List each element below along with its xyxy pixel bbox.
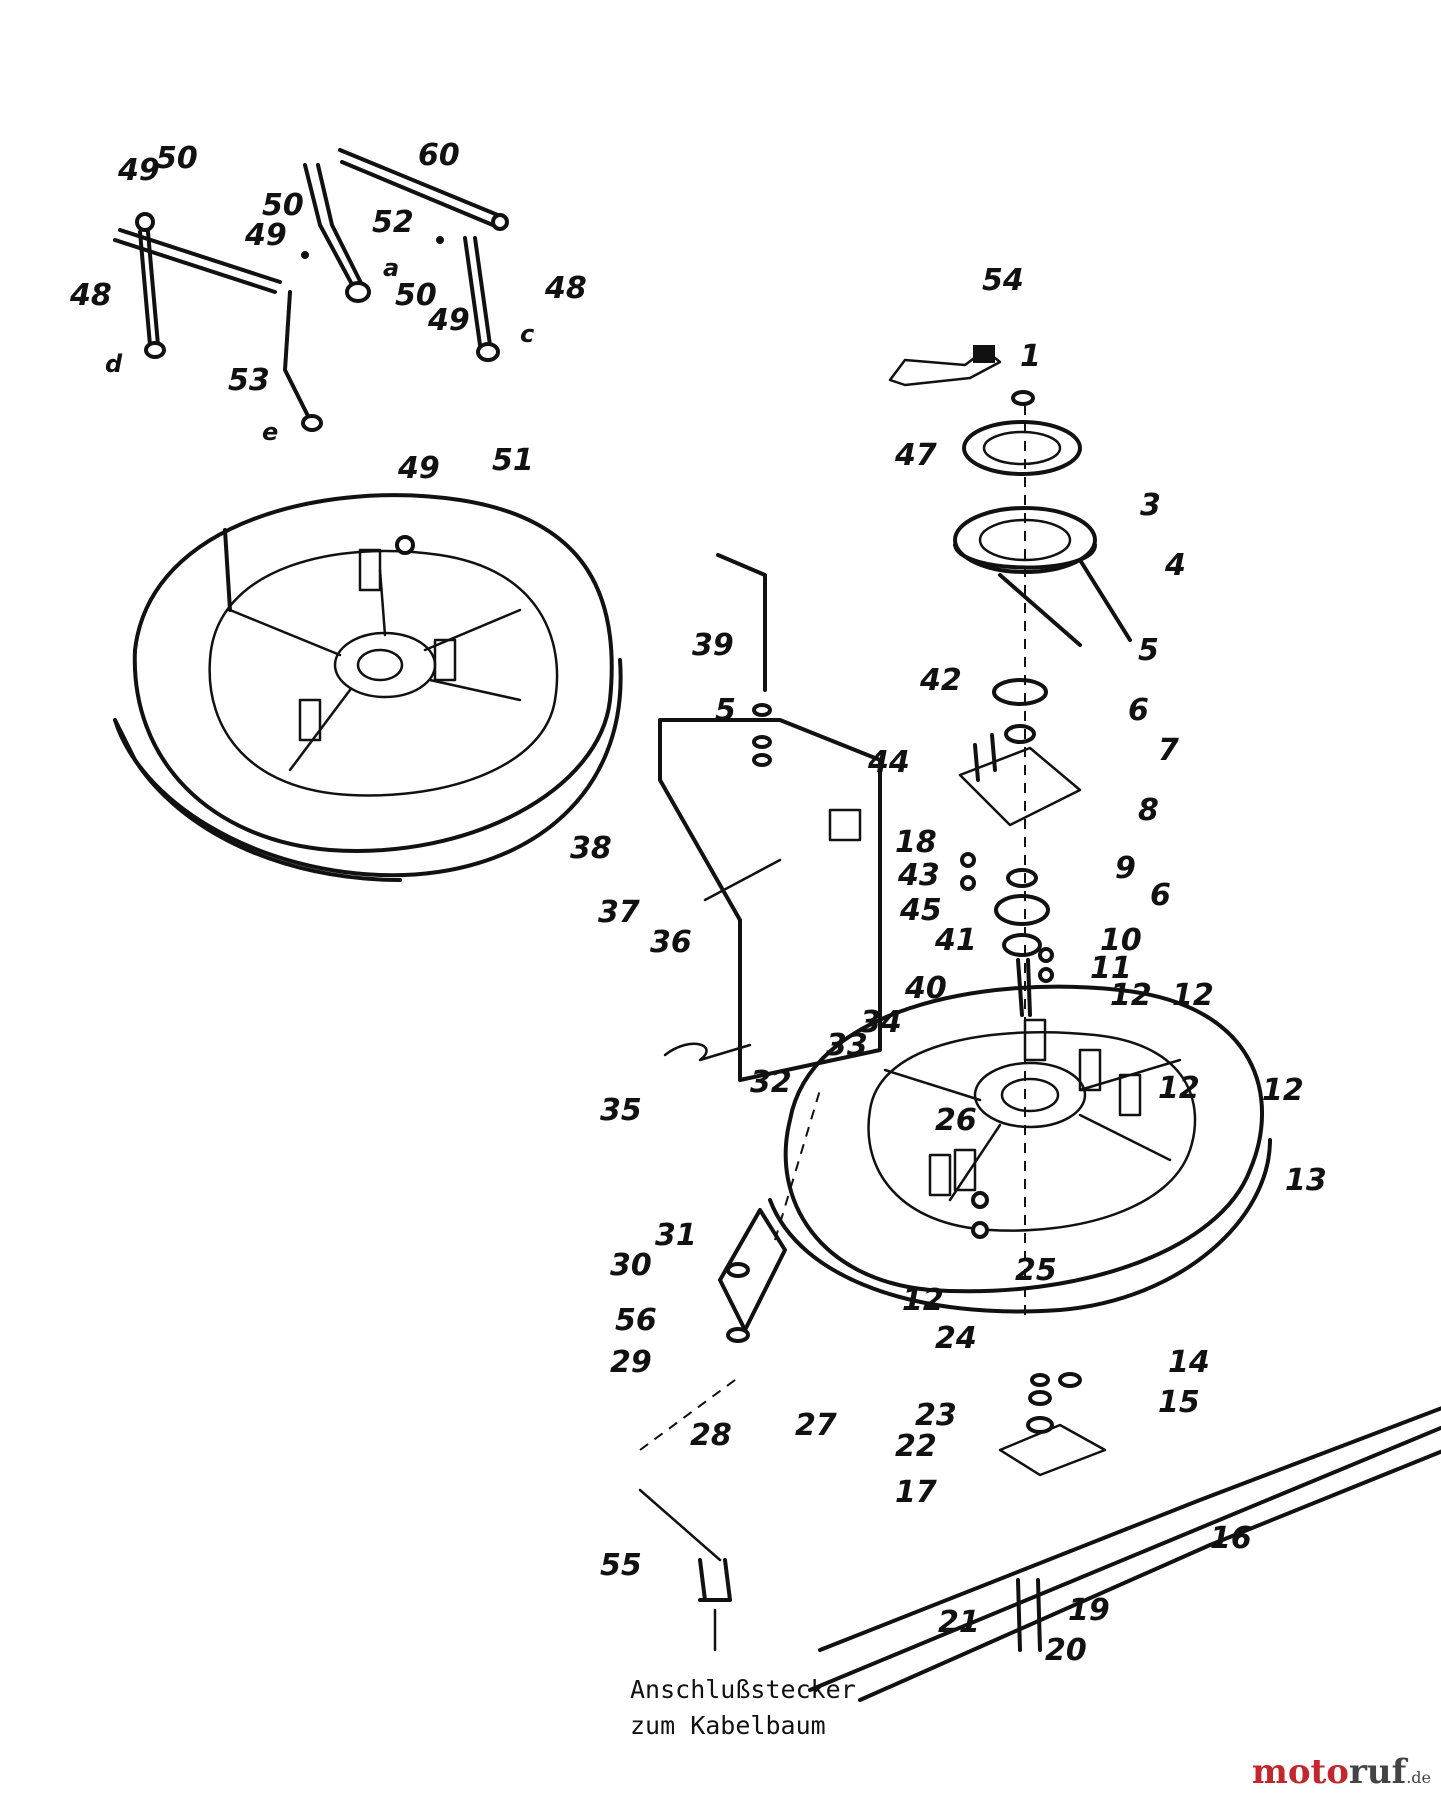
linkage-rods	[113, 148, 509, 432]
callout-14: 14	[1168, 1345, 1210, 1380]
callout-18: 18	[895, 825, 937, 860]
callout-23: 23	[915, 1398, 957, 1433]
watermark-part-3: .de	[1406, 1768, 1431, 1787]
callout-44: 44	[867, 745, 910, 780]
connector-letter-d: d	[105, 350, 123, 378]
callout-11: 11	[1090, 951, 1132, 986]
callout-12-a: 12	[1110, 978, 1152, 1013]
callout-42: 42	[919, 663, 962, 698]
callout-31: 31	[655, 1218, 697, 1253]
callout-33: 33	[826, 1028, 868, 1063]
watermark-logo: motoruf.de	[1252, 1752, 1431, 1792]
watermark-part-2: ruf	[1348, 1752, 1407, 1792]
callout-12-d: 12	[902, 1283, 944, 1318]
blade-spindle-stack	[888, 345, 1132, 1320]
callout-25: 25	[1015, 1253, 1057, 1288]
callout-41: 41	[934, 923, 977, 958]
callout-3: 3	[1140, 488, 1161, 523]
callout-35: 35	[600, 1093, 642, 1128]
callout-49-b: 49	[244, 218, 287, 253]
callout-37: 37	[598, 895, 640, 930]
callout-47: 47	[894, 438, 937, 473]
callout-7: 7	[1158, 733, 1179, 768]
callout-55: 55	[600, 1548, 642, 1583]
callout-22: 22	[895, 1429, 937, 1464]
callout-48-right: 48	[544, 271, 587, 306]
callout-1: 1	[1020, 339, 1041, 374]
callout-17: 17	[895, 1475, 937, 1510]
left-mower-deck	[113, 493, 623, 882]
callout-38: 38	[570, 831, 612, 866]
callout-13: 13	[1285, 1163, 1327, 1198]
callout-48-left: 48	[69, 278, 112, 313]
callout-32: 32	[750, 1065, 792, 1100]
callout-36: 36	[650, 925, 692, 960]
callout-50-b: 50	[262, 188, 304, 223]
callout-49-c: 49	[427, 303, 470, 338]
callout-60: 60	[418, 138, 460, 173]
callout-6-lower: 6	[1150, 878, 1171, 913]
caption-line-1: Anschlußstecker	[630, 1675, 856, 1704]
callout-49-a: 49	[117, 153, 160, 188]
discharge-chute	[658, 553, 882, 1082]
connector-caption: Anschlußstecker zum Kabelbaum	[630, 1672, 856, 1744]
callout-49-deck: 49	[397, 451, 440, 486]
callout-19: 19	[1068, 1593, 1110, 1628]
callout-20: 20	[1045, 1633, 1087, 1668]
connector-letter-c: c	[520, 320, 534, 348]
callout-29: 29	[610, 1345, 652, 1380]
callout-27: 27	[795, 1408, 837, 1443]
callout-21: 21	[938, 1605, 980, 1640]
callout-28: 28	[690, 1418, 732, 1453]
callout-10: 10	[1100, 923, 1142, 958]
callout-6: 6	[1128, 693, 1149, 728]
callout-50-a: 50	[156, 141, 198, 176]
watermark-part-1: moto	[1251, 1752, 1349, 1792]
callout-34: 34	[860, 1005, 902, 1040]
right-mower-deck	[768, 984, 1272, 1314]
callout-30: 30	[610, 1248, 652, 1283]
callout-5-chute: 5	[715, 693, 736, 728]
callout-12-b: 12	[1172, 978, 1214, 1013]
connector-letter-a: a	[383, 254, 399, 282]
callout-numbers: 1 3 4 5 5 6 6 7 8 9 10 11 12 12 12 12 12…	[69, 138, 1327, 1668]
callout-16: 16	[1210, 1521, 1252, 1556]
callout-5: 5	[1138, 633, 1159, 668]
callout-40: 40	[904, 971, 947, 1006]
callout-12-e: 12	[1158, 1071, 1200, 1106]
callout-54: 54	[982, 263, 1024, 298]
callout-43: 43	[897, 858, 940, 893]
callout-8: 8	[1138, 793, 1159, 828]
callout-15: 15	[1158, 1385, 1200, 1420]
callout-9: 9	[1115, 851, 1136, 886]
callout-24: 24	[935, 1321, 977, 1356]
callout-50-c: 50	[395, 278, 437, 313]
callout-56: 56	[615, 1303, 657, 1338]
connector-letters: a c d e	[105, 254, 534, 446]
callout-4: 4	[1164, 548, 1186, 583]
callout-39: 39	[692, 628, 734, 663]
caption-line-2: zum Kabelbaum	[630, 1711, 826, 1740]
callout-51: 51	[492, 443, 534, 478]
connector-letter-e: e	[262, 418, 278, 446]
blade-assembly	[808, 1372, 1441, 1702]
callout-45: 45	[899, 893, 942, 928]
callout-26: 26	[935, 1103, 977, 1138]
switch-and-cable-parts	[638, 1089, 821, 1652]
callout-52: 52	[372, 205, 414, 240]
callout-12-c: 12	[1262, 1073, 1304, 1108]
callout-53: 53	[228, 363, 270, 398]
